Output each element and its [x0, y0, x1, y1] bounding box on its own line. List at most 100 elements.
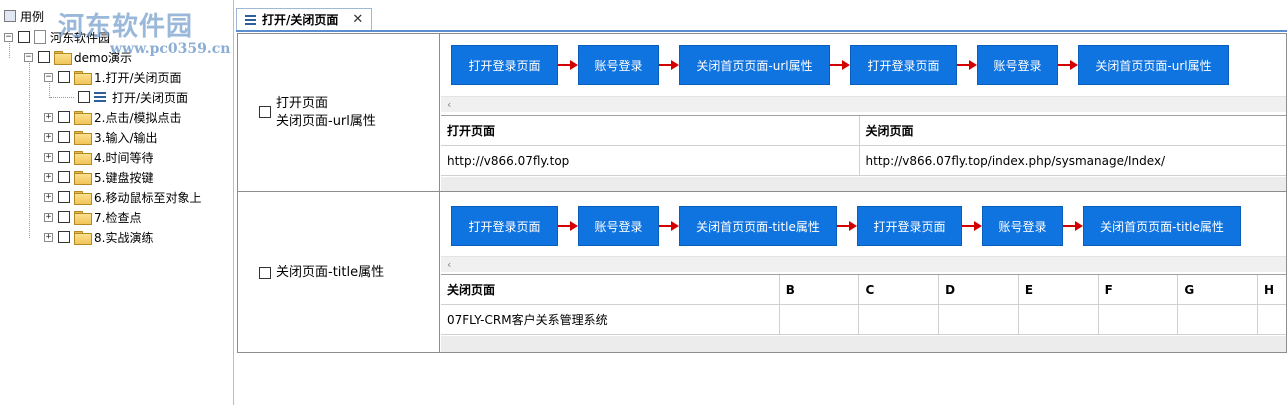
grid-cell[interactable]: [939, 305, 1019, 334]
grid-cell[interactable]: 07FLY-CRM客户关系管理系统: [441, 305, 780, 334]
step-button[interactable]: 账号登录: [578, 206, 659, 246]
grid-cell[interactable]: http://v866.07fly.top: [441, 146, 860, 175]
collapse-toggle-icon[interactable]: −: [44, 71, 53, 82]
tree-item-open-close[interactable]: − 1.打开/关闭页面: [44, 68, 182, 86]
grid-footer: [441, 336, 1286, 352]
case-title-line: 关闭页面-title属性: [276, 265, 385, 280]
tree-item-mouse-hover[interactable]: + 6.移动鼠标至对象上: [44, 188, 201, 206]
case-checkbox[interactable]: [259, 267, 271, 279]
grid-cell[interactable]: [1178, 305, 1259, 334]
tree-connector: [9, 38, 10, 58]
table-row: 07FLY-CRM客户关系管理系统: [441, 305, 1286, 335]
tree-checkbox[interactable]: [18, 31, 30, 43]
step-button[interactable]: 关闭首页页面-title属性: [1083, 206, 1241, 246]
arrow-right-icon: [830, 45, 850, 85]
tree-item-practice[interactable]: + 8.实战演练: [44, 228, 153, 246]
grid-header-cell[interactable]: D: [939, 275, 1019, 304]
tree-item-label: 河东软件园: [50, 30, 111, 45]
table-row: http://v866.07fly.top http://v866.07fly.…: [441, 146, 1286, 176]
expand-toggle-icon[interactable]: +: [44, 151, 53, 162]
step-button[interactable]: 打开登录页面: [850, 45, 957, 85]
tree-checkbox[interactable]: [58, 111, 70, 123]
arrow-right-icon: [957, 45, 977, 85]
tree-header: 用例: [4, 8, 44, 24]
expand-toggle-icon[interactable]: +: [44, 131, 53, 142]
tree-root-icon: [4, 10, 16, 22]
step-button[interactable]: 关闭首页页面-title属性: [679, 206, 837, 246]
grid-header-row: 打开页面 关闭页面: [441, 116, 1286, 146]
step-button[interactable]: 打开登录页面: [451, 45, 558, 85]
grid-header-cell[interactable]: H: [1264, 282, 1275, 297]
expand-toggle-icon[interactable]: +: [44, 211, 53, 222]
expand-toggle-icon[interactable]: +: [44, 231, 53, 242]
case-checkbox[interactable]: [259, 106, 271, 118]
tree-item-label: demo演示: [74, 50, 133, 65]
tree-item-checkpoint[interactable]: + 7.检查点: [44, 208, 141, 226]
step-button[interactable]: 关闭首页页面-url属性: [1078, 45, 1229, 85]
tree-checkbox[interactable]: [58, 211, 70, 223]
grid-header-row: 关闭页面 B C D E F G H: [441, 275, 1286, 305]
step-flow: 打开登录页面 账号登录 关闭首页页面-title属性 打开登录页面 账号登录 关…: [451, 205, 1241, 247]
expand-toggle-icon[interactable]: +: [44, 171, 53, 182]
tab-label: 打开/关闭页面: [262, 13, 339, 27]
tree-checkbox[interactable]: [58, 71, 70, 83]
close-icon[interactable]: ✕: [352, 12, 364, 27]
step-button[interactable]: 打开登录页面: [451, 206, 558, 246]
tree-checkbox[interactable]: [58, 131, 70, 143]
tree-item-label: 8.实战演练: [94, 230, 154, 245]
grid-header-cell[interactable]: 关闭页面: [865, 124, 914, 138]
tree-item-keyboard[interactable]: + 5.键盘按键: [44, 168, 153, 186]
grid-cell[interactable]: [859, 305, 940, 334]
collapse-toggle-icon[interactable]: −: [4, 31, 13, 42]
tree-checkbox[interactable]: [58, 191, 70, 203]
tree-checkbox[interactable]: [78, 91, 90, 103]
grid-header-cell[interactable]: B: [780, 275, 860, 304]
scroll-left-icon[interactable]: ‹: [447, 258, 452, 271]
grid-cell[interactable]: [780, 305, 860, 334]
tree-item-input-output[interactable]: + 3.输入/输出: [44, 128, 158, 146]
horizontal-scrollbar[interactable]: ‹: [441, 96, 1286, 112]
grid-cell[interactable]: [1019, 305, 1099, 334]
list-icon: [94, 92, 106, 102]
folder-icon: [74, 231, 92, 245]
horizontal-scrollbar[interactable]: ‹: [441, 256, 1286, 272]
step-button[interactable]: 关闭首页页面-url属性: [679, 45, 830, 85]
grid-header-cell[interactable]: E: [1019, 275, 1099, 304]
grid-header-cell[interactable]: C: [859, 275, 940, 304]
case-title-line: 关闭页面-url属性: [276, 114, 376, 129]
case-title-line: 打开页面: [276, 96, 329, 111]
tree-checkbox[interactable]: [58, 231, 70, 243]
tree-item-hedong[interactable]: − 河东软件园: [4, 28, 110, 46]
scroll-left-icon[interactable]: ‹: [447, 98, 452, 111]
expand-toggle-icon[interactable]: +: [44, 191, 53, 202]
tree-item-label: 5.键盘按键: [94, 170, 154, 185]
step-button[interactable]: 账号登录: [977, 45, 1058, 85]
tree-item-label: 打开/关闭页面: [112, 90, 189, 105]
tree-item-click[interactable]: + 2.点击/模拟点击: [44, 108, 182, 126]
step-button[interactable]: 账号登录: [578, 45, 659, 85]
arrow-right-icon: [1058, 45, 1078, 85]
expand-toggle-icon[interactable]: +: [44, 111, 53, 122]
tree-checkbox[interactable]: [38, 51, 50, 63]
tree-item-wait[interactable]: + 4.时间等待: [44, 148, 153, 166]
tree-item-label: 7.检查点: [94, 210, 142, 225]
tree-item-demo[interactable]: − demo演示: [24, 48, 132, 66]
tab-open-close-page[interactable]: 打开/关闭页面 ✕: [236, 8, 373, 30]
tree-item-open-close-page[interactable]: 打开/关闭页面: [78, 88, 188, 106]
grid-cell[interactable]: http://v866.07fly.top/index.php/sysmanag…: [865, 153, 1166, 168]
folder-icon: [74, 71, 92, 85]
arrow-right-icon: [837, 206, 857, 246]
grid-header-cell[interactable]: G: [1178, 275, 1259, 304]
grid-cell[interactable]: [1099, 305, 1179, 334]
grid-cell[interactable]: [1258, 305, 1286, 334]
tree-checkbox[interactable]: [58, 171, 70, 183]
grid-header-cell[interactable]: F: [1099, 275, 1179, 304]
step-button[interactable]: 打开登录页面: [857, 206, 962, 246]
step-button[interactable]: 账号登录: [982, 206, 1063, 246]
grid-header-cell[interactable]: 关闭页面: [441, 275, 780, 304]
case-editor: 打开页面 关闭页面-url属性 打开登录页面 账号登录 关闭首页页面-url属性…: [236, 33, 1287, 405]
tree-connector: [50, 97, 74, 98]
tree-checkbox[interactable]: [58, 151, 70, 163]
collapse-toggle-icon[interactable]: −: [24, 51, 33, 62]
grid-header-cell[interactable]: 打开页面: [441, 116, 860, 145]
